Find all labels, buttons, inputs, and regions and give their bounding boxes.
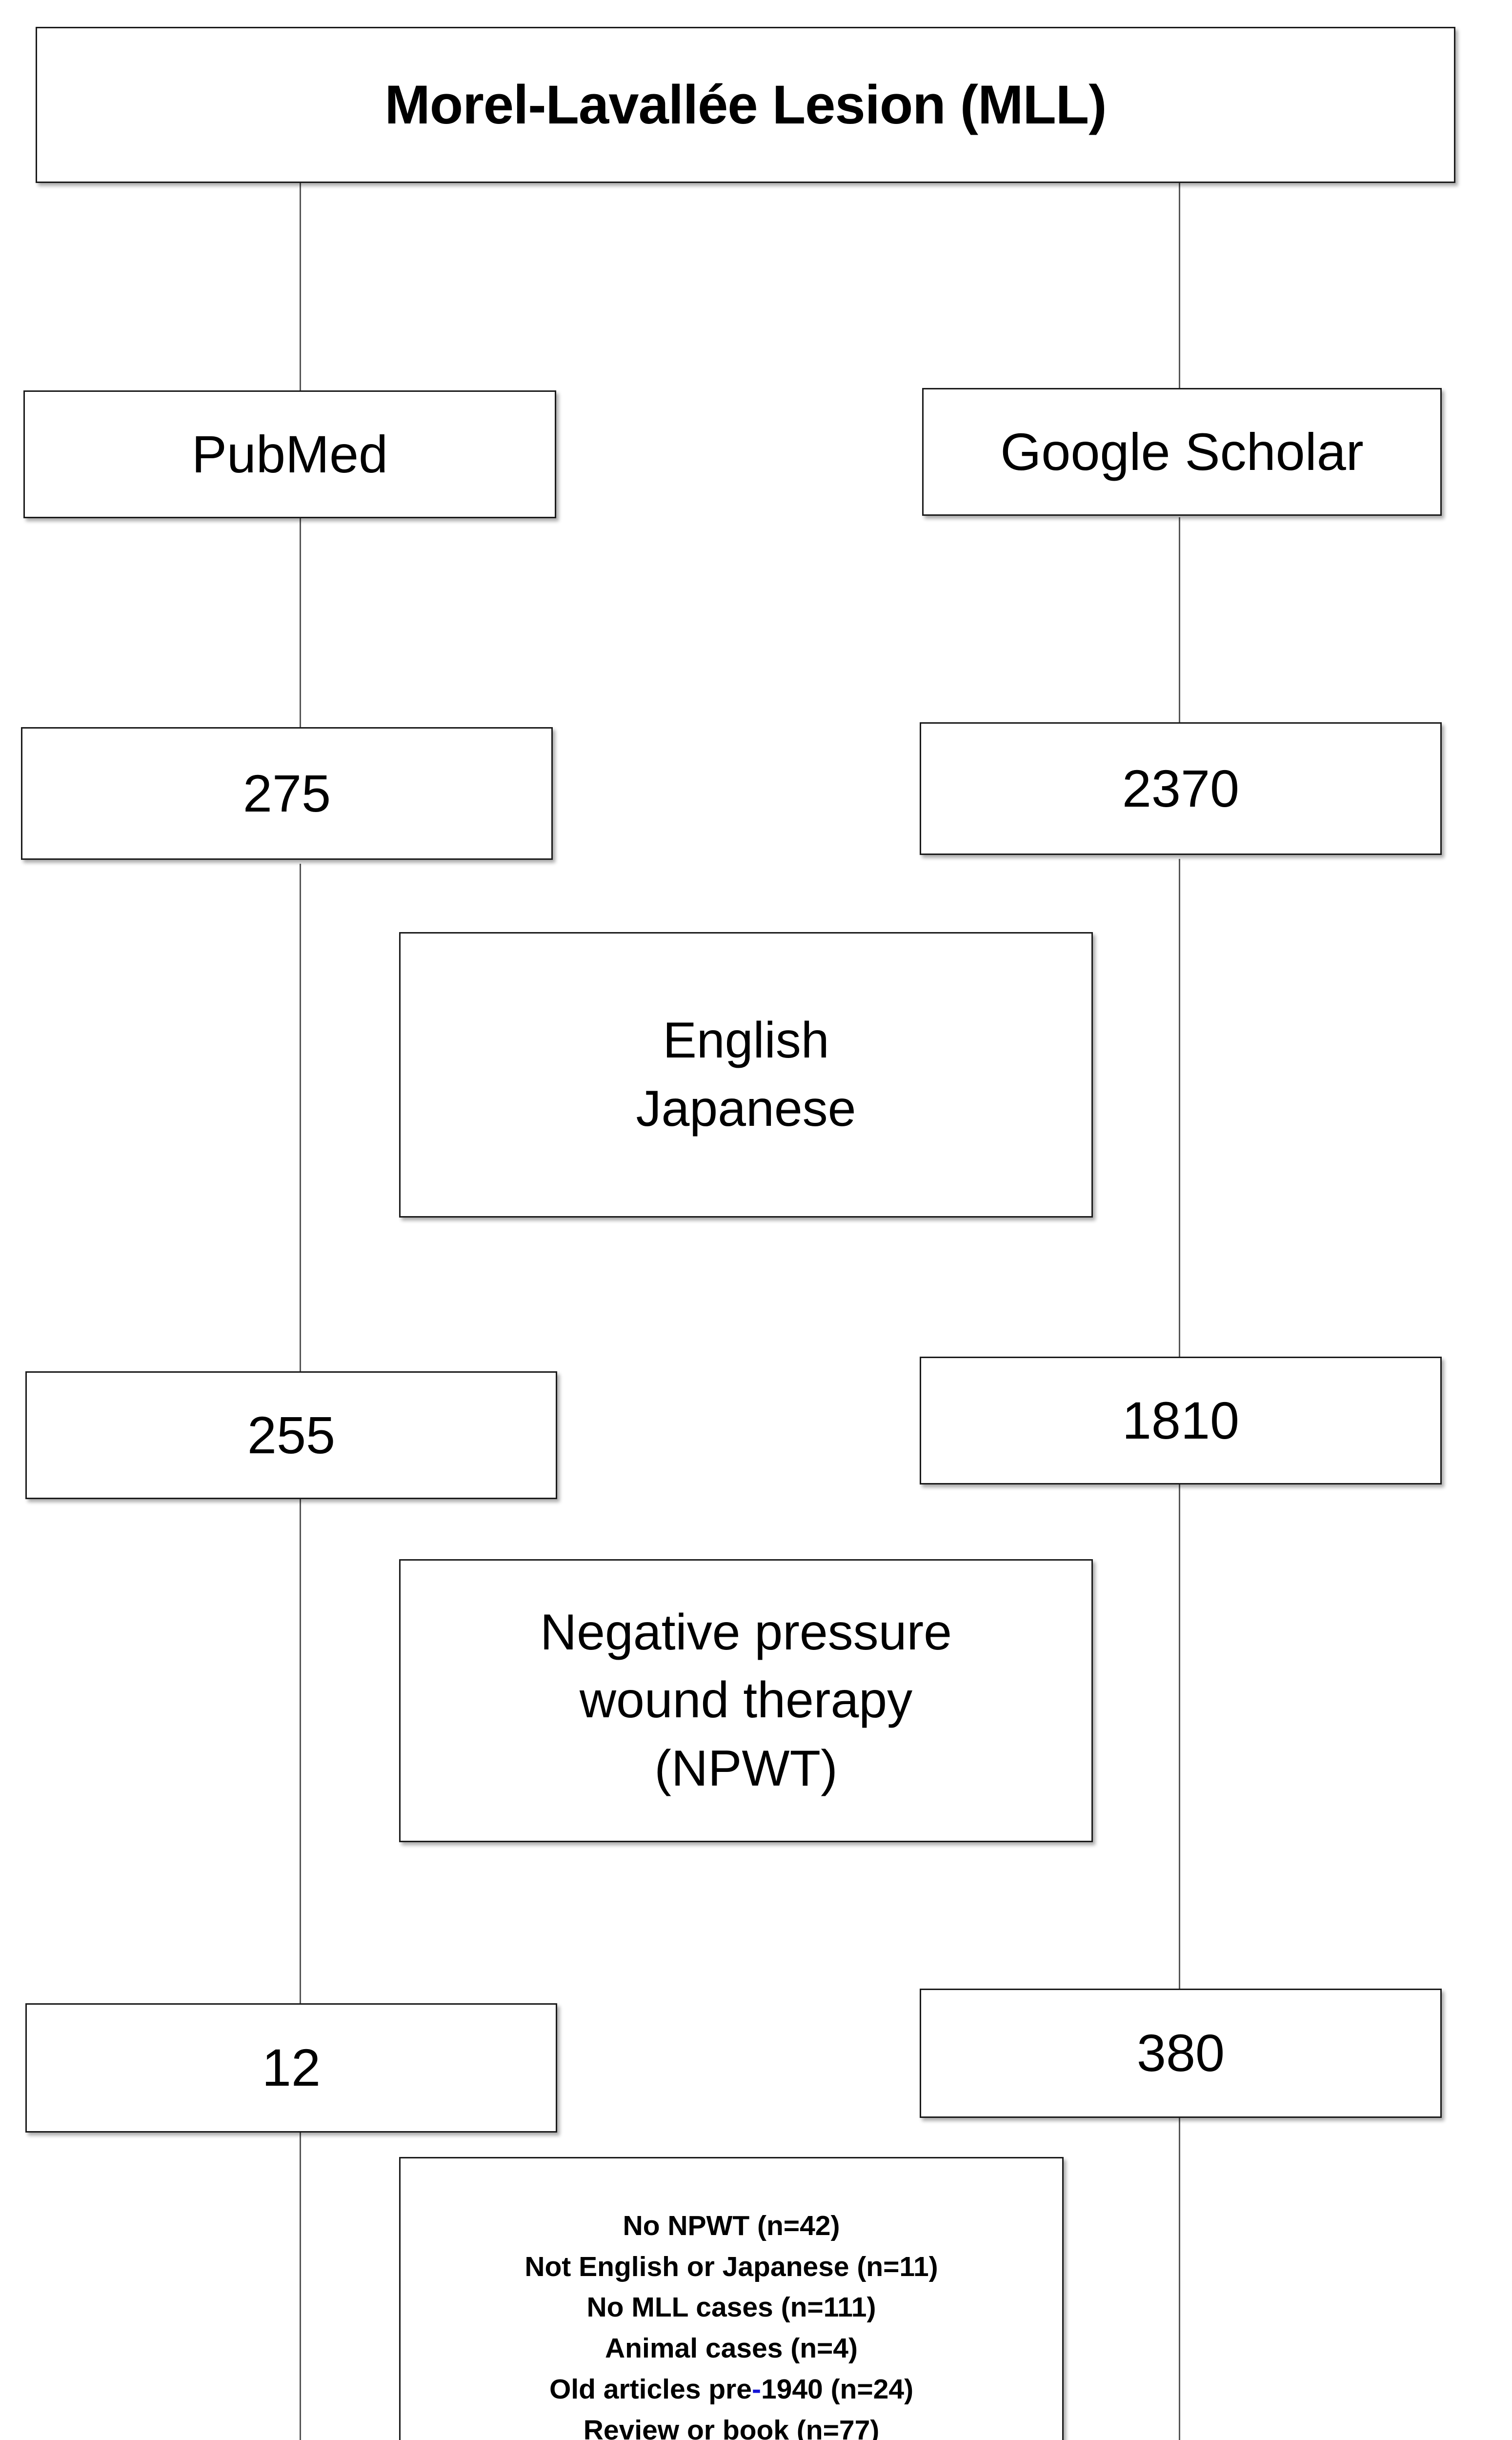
criteria-language-line-1: English [663, 1012, 829, 1069]
exclusion-item: Review or book (n=77) [584, 2410, 880, 2440]
exclusion-item: Old articles pre-1940 (n=24) [549, 2369, 913, 2410]
connector-right-count3-to-included [1179, 2118, 1180, 2440]
count-scholar-identified: 2370 [1122, 758, 1240, 818]
criteria-intervention-line-2: wound therapy [579, 1672, 913, 1729]
source-box-google-scholar: Google Scholar [922, 388, 1442, 516]
criteria-language-line-2: Japanese [636, 1080, 856, 1137]
connector-left-count3-to-included [300, 2133, 301, 2440]
connector-right-count2-to-count3 [1179, 1484, 1180, 1989]
exclusion-item-text: Review or book (n=77) [583, 2414, 880, 2440]
exclusion-item-text: Animal cases (n=4) [605, 2333, 858, 2364]
count-scholar-language-filtered: 1810 [1122, 1390, 1240, 1450]
exclusion-reasons-box: No NPWT (n=42) Not English or Japanese (… [399, 2157, 1064, 2440]
exclusion-item: No MLL cases (n=111) [587, 2287, 876, 2328]
criteria-box-intervention: Negative pressure wound therapy (NPWT) [399, 1559, 1093, 1842]
exclusion-item-text: Not English or Japanese (n=11) [524, 2251, 938, 2282]
count-pubmed-npwt-filtered: 12 [262, 2038, 321, 2097]
count-scholar-npwt-filtered: 380 [1136, 2023, 1225, 2083]
criteria-intervention-line-3: (NPWT) [654, 1740, 838, 1797]
source-label-google-scholar: Google Scholar [1000, 422, 1364, 481]
count-box-pubmed-npwt-filtered: 12 [25, 2003, 557, 2133]
connector-left-count1-to-count2 [300, 864, 301, 1371]
exclusion-item: Animal cases (n=4) [605, 2328, 858, 2369]
count-box-scholar-language-filtered: 1810 [920, 1357, 1442, 1484]
exclusion-item-text: No MLL cases (n=111) [586, 2292, 876, 2323]
source-label-pubmed: PubMed [191, 424, 388, 484]
count-pubmed-language-filtered: 255 [247, 1405, 336, 1464]
connector-left-title-to-source [300, 183, 301, 393]
exclusion-item-text-post: 1940 (n=24) [761, 2374, 914, 2405]
source-box-pubmed: PubMed [23, 390, 556, 518]
page-title: Morel-Lavallée Lesion (MLL) [384, 74, 1107, 136]
exclusion-item-text: Old articles pre [549, 2374, 752, 2405]
connector-left-source-to-count1 [300, 517, 301, 727]
criteria-box-language: English Japanese [399, 932, 1093, 1218]
count-box-pubmed-identified: 275 [21, 727, 553, 860]
connector-right-title-to-source [1179, 183, 1180, 393]
exclusion-item-hyphen: - [751, 2374, 761, 2405]
connector-right-count1-to-count2 [1179, 859, 1180, 1357]
connector-right-source-to-count1 [1179, 517, 1180, 732]
exclusion-item-text: No NPWT (n=42) [623, 2210, 840, 2241]
count-box-scholar-npwt-filtered: 380 [920, 1989, 1442, 2118]
count-box-pubmed-language-filtered: 255 [25, 1371, 557, 1499]
exclusion-item: Not English or Japanese (n=11) [524, 2247, 938, 2288]
criteria-intervention-line-1: Negative pressure [540, 1604, 952, 1661]
diagram-title-box: Morel-Lavallée Lesion (MLL) [36, 27, 1455, 183]
exclusion-item: No NPWT (n=42) [623, 2206, 840, 2247]
connector-left-count2-to-count3 [300, 1498, 301, 2003]
count-pubmed-identified: 275 [242, 763, 331, 823]
count-box-scholar-identified: 2370 [920, 722, 1442, 855]
